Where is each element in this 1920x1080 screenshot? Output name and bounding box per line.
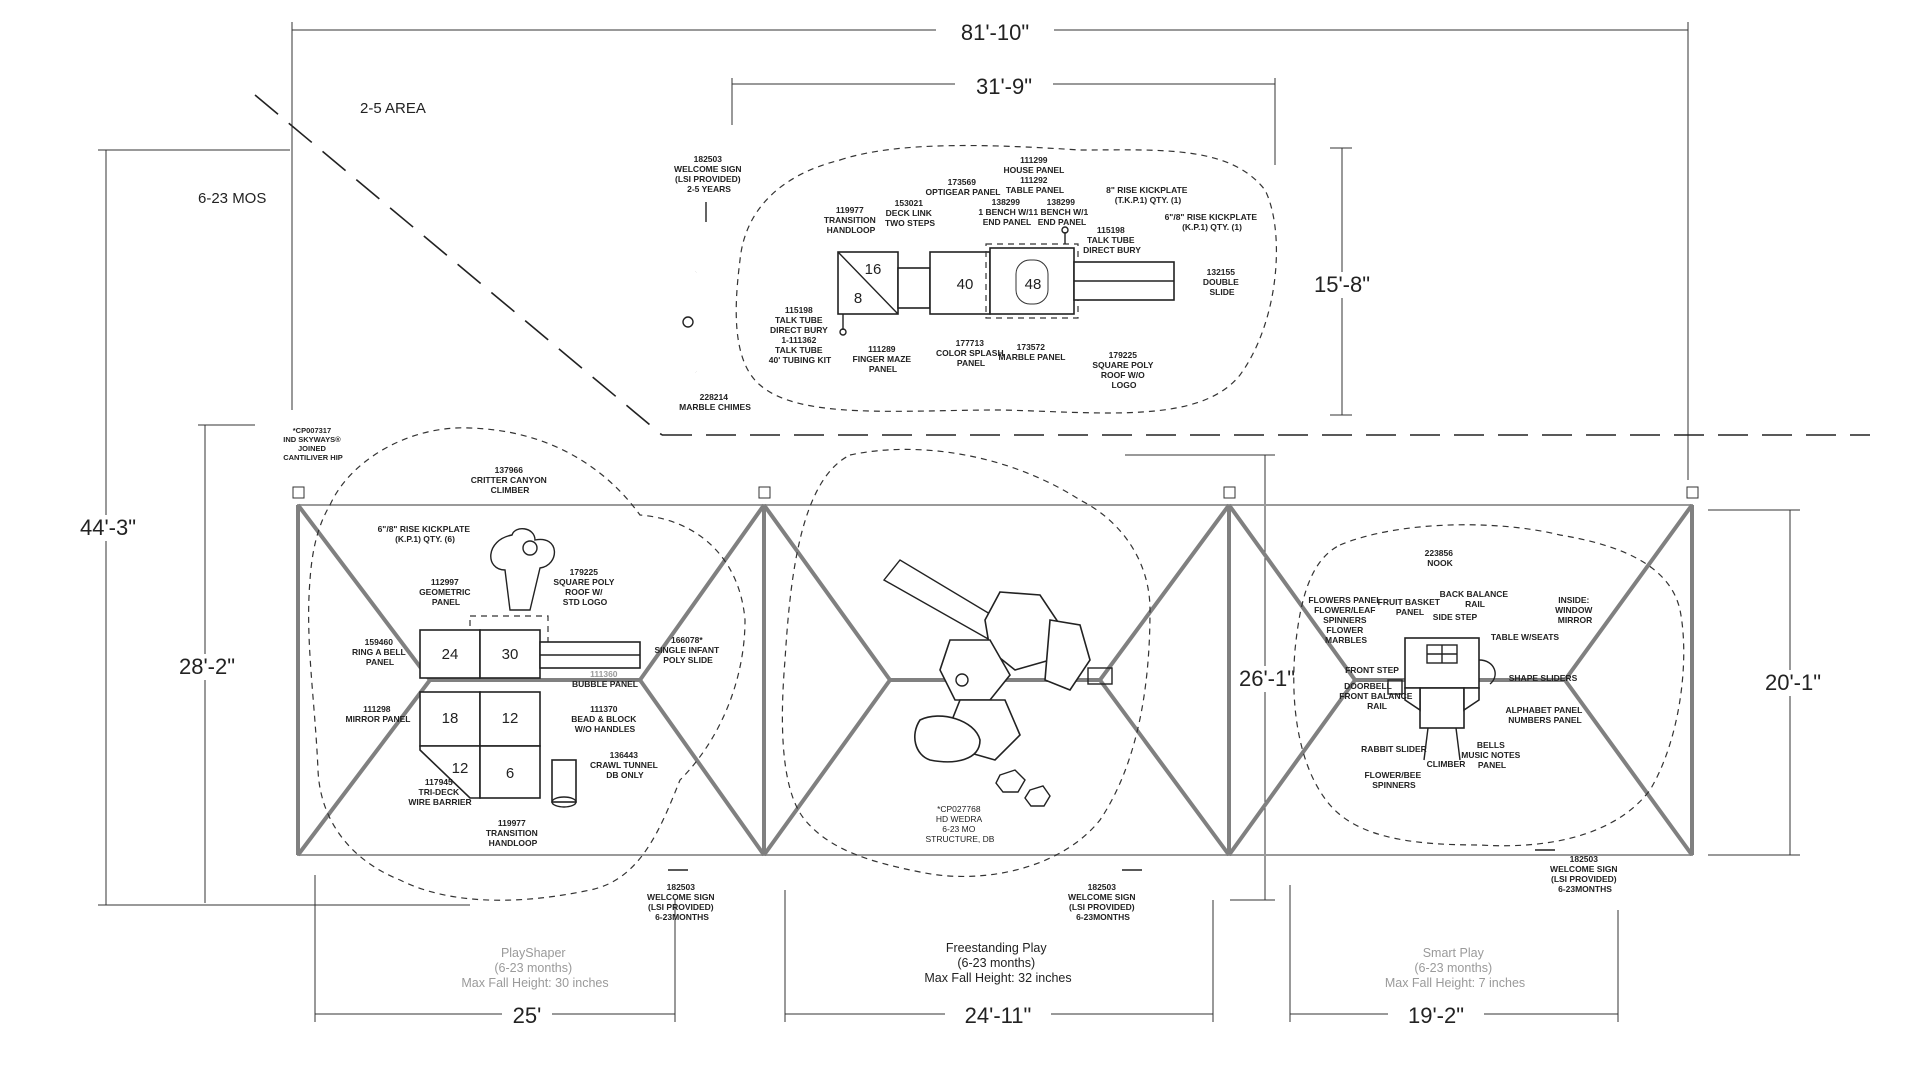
left-labels: *CP007317 IND SKYWAYS® JOINED CANTILIVER… xyxy=(283,426,721,922)
svg-text:24: 24 xyxy=(442,646,459,663)
label-kickplate-kp-upper: 6"/8" RISE KICKPLATE (K.P.1) QTY. (1) xyxy=(1165,212,1260,232)
title-freestanding: Freestanding Play (6-23 months) Max Fall… xyxy=(924,941,1071,985)
svg-text:40: 40 xyxy=(957,276,974,293)
dim-upper-height: 15'-8" xyxy=(1314,272,1370,297)
label-optigear: 173569 OPTIGEAR PANEL xyxy=(926,177,1001,197)
deck-12b xyxy=(419,745,481,799)
label-wedra: *CP027768 HD WEDRA 6-23 MO STRUCTURE, DB xyxy=(926,804,995,844)
svg-text:18: 18 xyxy=(442,710,459,727)
label-front-balance: FRONT BALANCE RAIL xyxy=(1339,691,1415,711)
label-climber-right: CLIMBER xyxy=(1427,759,1466,769)
deck-6 xyxy=(479,745,541,799)
left-structure: 24 30 18 12 12 6 xyxy=(308,427,746,901)
label-fruit-basket: FRUIT BASKET PANEL xyxy=(1378,597,1443,617)
svg-text:6: 6 xyxy=(506,765,514,782)
right-structure xyxy=(1293,524,1685,847)
label-inside-mirror: INSIDE: WINDOW MIRROR xyxy=(1555,595,1595,625)
label-finger-maze: 111289 FINGER MAZE PANEL xyxy=(853,344,914,374)
label-transition-handloop-upper: 119977 TRANSITION HANDLOOP xyxy=(824,205,878,235)
right-labels: 223856 NOOK FLOWERS PANEL FLOWER/LEAF SP… xyxy=(1308,548,1620,894)
label-bead-block: 111370 BEAD & BLOCK W/O HANDLES xyxy=(571,704,639,734)
label-front-step: FRONT STEP xyxy=(1345,665,1399,675)
dim-lower-height: 28'-2" xyxy=(179,654,235,679)
label-table-seats: TABLE W/SEATS xyxy=(1491,632,1559,642)
label-house-table-panel: 111299 HOUSE PANEL 111292 TABLE PANEL xyxy=(1004,155,1067,195)
label-welcome-sign-center: 182503 WELCOME SIGN (LSI PROVIDED) 6-23M… xyxy=(1068,882,1138,922)
svg-text:12: 12 xyxy=(452,760,469,777)
dim-total-height: 44'-3" xyxy=(80,515,136,540)
label-flowers: FLOWERS PANEL FLOWER/LEAF SPINNERS FLOWE… xyxy=(1308,595,1383,645)
label-marble-panel: 173572 MARBLE PANEL xyxy=(999,342,1066,362)
label-back-balance: BACK BALANCE RAIL xyxy=(1440,589,1511,609)
label-handloop-left: 119977 TRANSITION HANDLOOP xyxy=(486,818,540,848)
label-kickplate-tkp: 8" RISE KICKPLATE (T.K.P.1) QTY. (1) xyxy=(1106,185,1190,205)
label-alphabet: ALPHABET PANEL NUMBERS PANEL xyxy=(1505,705,1584,725)
zone-titles: PlayShaper (6-23 months) Max Fall Height… xyxy=(461,941,1525,990)
label-color-splash: 177713 COLOR SPLASH PANEL xyxy=(936,338,1006,368)
label-nook: 223856 NOOK xyxy=(1425,548,1456,568)
upper-labels: 182503 WELCOME SIGN (LSI PROVIDED) 2-5 Y… xyxy=(674,154,1260,412)
label-bench-1: 138299 1 BENCH W/1 END PANEL xyxy=(978,197,1035,227)
svg-text:16: 16 xyxy=(865,261,882,278)
dimension-labels: 81'-10" 31'-9" 15'-8" 44'-3" 28'-2" 26'-… xyxy=(66,18,1834,1028)
deck-24 xyxy=(419,629,481,679)
label-crawl-tunnel: 136443 CRAWL TUNNEL DB ONLY xyxy=(590,750,660,780)
svg-text:8: 8 xyxy=(854,290,862,307)
label-roof-logo: 179225 SQUARE POLY ROOF W/ STD LOGO xyxy=(553,567,616,607)
dim-center-width: 24'-11" xyxy=(965,1003,1032,1028)
label-welcome-sign-2-5: 182503 WELCOME SIGN (LSI PROVIDED) 2-5 Y… xyxy=(674,154,744,194)
label-critter-climber: 137966 CRITTER CANYON CLIMBER xyxy=(471,465,549,495)
dim-upper-width: 31'-9" xyxy=(976,74,1032,99)
label-bells: BELLS MUSIC NOTES PANEL xyxy=(1461,740,1522,770)
label-infant-slide: 166078* SINGLE INFANT POLY SLIDE xyxy=(654,635,721,665)
label-geometric: 112997 GEOMETRIC PANEL xyxy=(419,577,473,607)
label-wire-barrier: 117945 TRI-DECK WIRE BARRIER xyxy=(408,777,471,807)
dim-center-height: 26'-1" xyxy=(1239,666,1295,691)
label-marble-chimes: 228214 MARBLE CHIMES xyxy=(679,392,751,412)
dim-right-width: 19'-2" xyxy=(1408,1003,1464,1028)
wedra-structure xyxy=(984,591,1061,671)
label-bench-2: 138299 1 BENCH W/1 END PANEL xyxy=(1033,197,1090,227)
area-label-6-23: 6-23 MOS xyxy=(198,190,266,207)
title-playshaper: PlayShaper (6-23 months) Max Fall Height… xyxy=(461,946,608,990)
title-smart-play: Smart Play (6-23 months) Max Fall Height… xyxy=(1385,946,1525,990)
label-doorbell: DOORBELL xyxy=(1344,681,1392,691)
svg-text:48: 48 xyxy=(1025,276,1042,293)
dim-right-height: 20'-1" xyxy=(1765,670,1821,695)
label-rabbit: RABBIT SLIDER xyxy=(1361,744,1427,754)
area-label-2-5: 2-5 AREA xyxy=(360,100,426,117)
dim-total-width: 81'-10" xyxy=(961,20,1029,45)
label-kickplate-left: 6"/8" RISE KICKPLATE (K.P.1) QTY. (6) xyxy=(378,524,473,544)
label-welcome-sign-right: 182503 WELCOME SIGN (LSI PROVIDED) 6-23M… xyxy=(1550,854,1620,894)
label-talk-tube-right: 115198 TALK TUBE DIRECT BURY xyxy=(1083,225,1141,255)
svg-text:30: 30 xyxy=(502,646,519,663)
label-welcome-sign-left: 182503 WELCOME SIGN (LSI PROVIDED) 6-23M… xyxy=(647,882,717,922)
label-shape-sliders: SHAPE SLIDERS xyxy=(1509,673,1578,683)
center-structure xyxy=(781,448,1151,877)
center-labels: *CP027768 HD WEDRA 6-23 MO STRUCTURE, DB… xyxy=(926,804,1142,922)
label-talk-tube-left: 115198 TALK TUBE DIRECT BURY 1-111362 TA… xyxy=(769,305,832,365)
label-side-step: SIDE STEP xyxy=(1433,612,1478,622)
label-double-slide: 132155 DOUBLE SLIDE xyxy=(1203,267,1241,297)
label-skyways: *CP007317 IND SKYWAYS® JOINED CANTILIVER… xyxy=(283,426,343,462)
label-mirror: 111298 MIRROR PANEL xyxy=(345,704,410,724)
label-square-roof-upper: 179225 SQUARE POLY ROOF W/O LOGO xyxy=(1092,350,1155,390)
label-flower-bee: FLOWER/BEE SPINNERS xyxy=(1364,770,1423,790)
label-bubble: 111360 BUBBLE PANEL xyxy=(572,669,638,689)
label-deck-link: 153021 DECK LINK TWO STEPS xyxy=(885,198,935,228)
label-ring-bell: 159460 RING A BELL PANEL xyxy=(352,637,408,667)
deck-48 xyxy=(989,247,1075,315)
area-boundaries: 2-5 AREA 6-23 MOS xyxy=(198,94,1870,436)
upper-structure: 16 8 40 48 xyxy=(675,144,1277,414)
dimension-lines xyxy=(98,22,1800,1022)
svg-text:12: 12 xyxy=(502,710,519,727)
dim-left-width: 25' xyxy=(513,1003,542,1028)
